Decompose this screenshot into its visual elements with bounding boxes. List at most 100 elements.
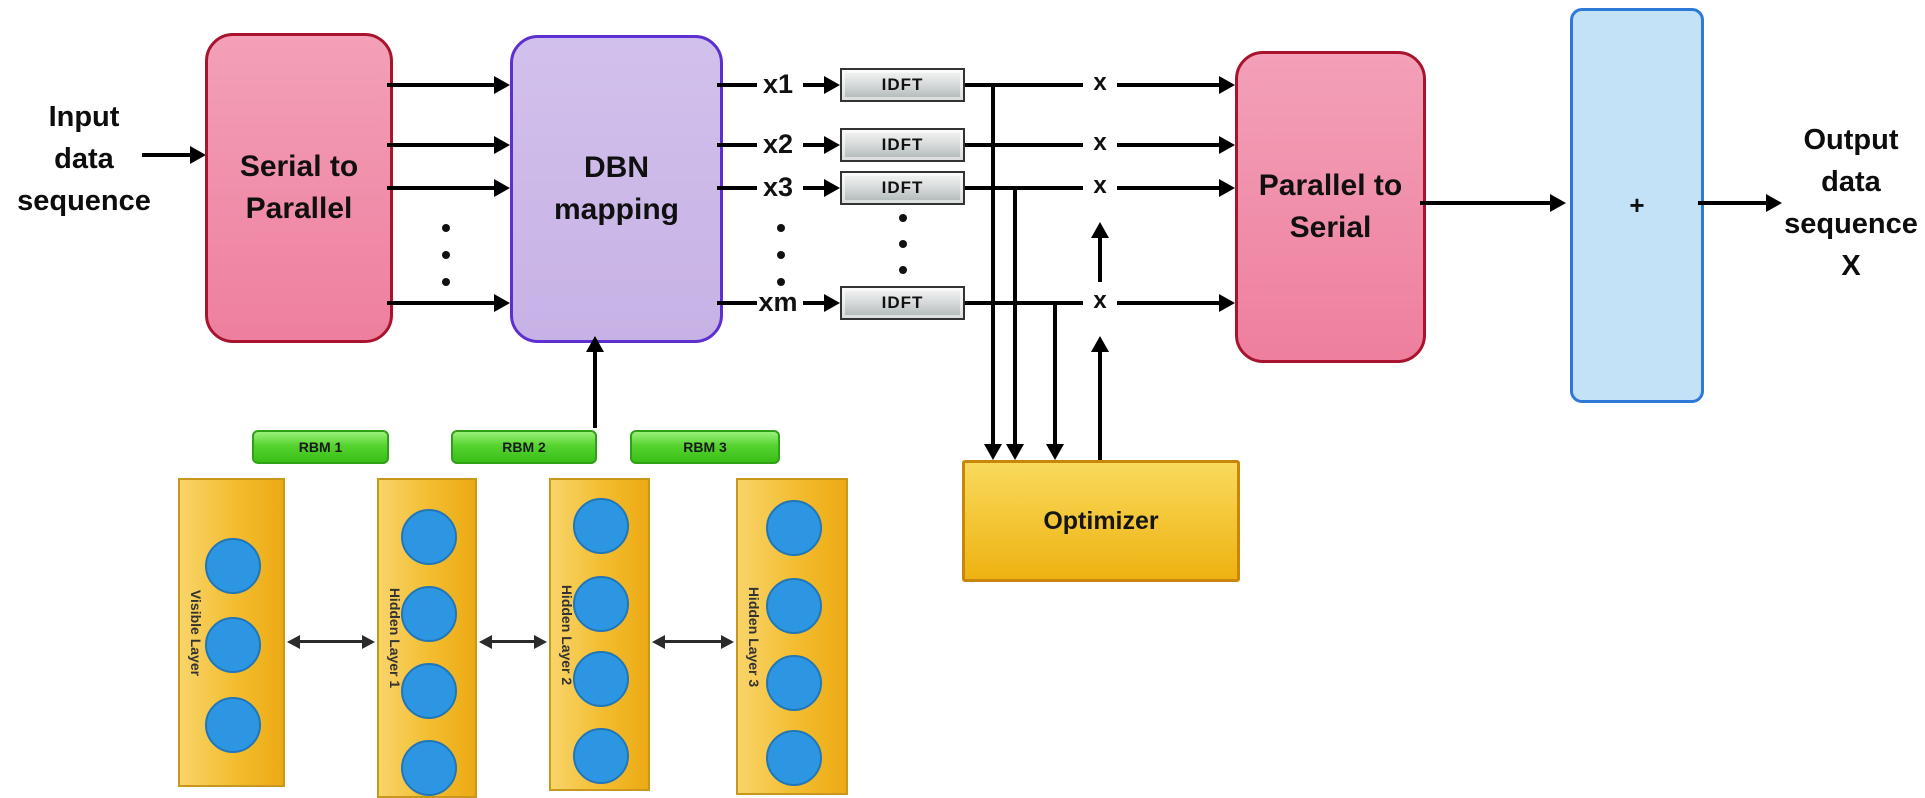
ellipsis-dots [777, 251, 785, 259]
input-label-line1: Input [48, 101, 120, 133]
rbm2-biarrow-left-head [479, 635, 492, 649]
neuron-node [401, 740, 457, 796]
idft-label: IDFT [881, 293, 924, 312]
multiplier-x-3: x [1083, 172, 1117, 200]
signal-label-x2: x2 [762, 129, 794, 159]
input-arrow-head [190, 146, 206, 164]
s2p-label-line1: Serial to [239, 150, 359, 183]
ellipsis-dots [442, 278, 450, 286]
rbm3-biarrow-right-head [721, 635, 734, 649]
neuron-node [205, 538, 261, 594]
rbm2-biarrow-line [490, 640, 536, 643]
s2p-dbn-line-2 [387, 143, 496, 147]
ellipsis-dots [442, 224, 450, 232]
feedback-head-upper [1091, 222, 1109, 238]
ellipsis-dots [777, 224, 785, 232]
hidden-layer-2-bar: Hidden Layer 2 [549, 478, 650, 791]
rbm-dbn-line [593, 352, 597, 428]
s2p-dbn-head-3 [494, 179, 510, 197]
idft-block-m: IDFT [840, 286, 965, 320]
rbm2-label: RBM 2 [502, 439, 546, 455]
ellipsis-dots [899, 266, 907, 274]
neuron-node [766, 730, 822, 786]
hidden-layer-3-bar: Hidden Layer 3 [736, 478, 848, 795]
s2p-label-line2: Parallel [245, 192, 353, 225]
output-data-sequence-label: Output data sequence X [1772, 119, 1925, 287]
input-data-sequence-label: Input data sequence [0, 96, 168, 222]
signal-label-xm: xm [758, 287, 798, 317]
s2p-dbn-head-m [494, 294, 510, 312]
tap-head-row3 [1006, 444, 1024, 460]
tap-line-row3 [1013, 188, 1017, 446]
sig-idft-line-1 [803, 83, 826, 87]
p2s-adder-head [1550, 194, 1566, 212]
dbn-out-line-3 [717, 186, 757, 190]
ellipsis-dots [899, 240, 907, 248]
neuron-node [205, 617, 261, 673]
serial-to-parallel-block: Serial to Parallel [205, 33, 393, 343]
dbn-out-line-m [717, 301, 757, 305]
dbn-out-line-2 [717, 143, 757, 147]
output-label-line1: Output [1803, 124, 1899, 156]
s2p-dbn-line-m [387, 301, 496, 305]
output-label-line3: sequence [1784, 208, 1918, 240]
feedback-line-lower [1098, 352, 1102, 460]
sig-idft-line-2 [803, 143, 826, 147]
idft-label: IDFT [881, 75, 924, 94]
rbm2-biarrow-right-head [534, 635, 547, 649]
dbn-out-line-1 [717, 83, 757, 87]
hidden-layer-1-bar: Hidden Layer 1 [377, 478, 477, 798]
rbm3-biarrow-line [663, 640, 723, 643]
sig-idft-head-2 [824, 136, 840, 154]
output-arrow-line [1698, 201, 1768, 205]
input-arrow-line [142, 153, 192, 157]
output-label-line2: data [1821, 166, 1881, 198]
signal-label-x1: x1 [762, 69, 794, 99]
rbm3-label: RBM 3 [683, 439, 727, 455]
idft-p2s-head-1 [1219, 76, 1235, 94]
multiplier-x-2: x [1083, 129, 1117, 157]
multiplier-x-1: x [1083, 69, 1117, 97]
p2s-label-line2: Serial [1289, 211, 1372, 244]
output-label-line4: X [1841, 250, 1861, 282]
visible-layer-label: Visible Layer [188, 589, 204, 676]
dbn-mapping-block: DBN mapping [510, 35, 723, 343]
sig-idft-head-3 [824, 179, 840, 197]
s2p-dbn-line-3 [387, 186, 496, 190]
parallel-to-serial-block: Parallel to Serial [1235, 51, 1426, 363]
plus-label: + [1629, 190, 1645, 220]
neuron-node [573, 651, 629, 707]
sig-idft-line-m [803, 301, 826, 305]
feedback-line-upper [1098, 238, 1102, 282]
idft-block-2: IDFT [840, 128, 965, 162]
adder-block: + [1570, 8, 1704, 403]
neuron-node [401, 663, 457, 719]
p2s-adder-line [1420, 201, 1552, 205]
signal-label-x3: x3 [762, 172, 794, 202]
tap-head-rowm [1046, 444, 1064, 460]
sig-idft-line-3 [803, 186, 826, 190]
rbm2-badge: RBM 2 [451, 430, 597, 464]
rbm1-biarrow-line [298, 640, 364, 643]
idft-label: IDFT [881, 135, 924, 154]
sig-idft-head-1 [824, 76, 840, 94]
output-arrow-head [1766, 194, 1782, 212]
hidden-layer-3-label: Hidden Layer 3 [746, 586, 762, 687]
rbm-dbn-head [586, 336, 604, 352]
multiplier-x-m: x [1083, 287, 1117, 315]
neuron-node [573, 728, 629, 784]
neuron-node [766, 655, 822, 711]
idft-block-3: IDFT [840, 171, 965, 205]
ellipsis-dots [777, 278, 785, 286]
dbn-label-line1: DBN [584, 151, 649, 184]
neuron-node [205, 697, 261, 753]
p2s-label-line1: Parallel to [1258, 169, 1403, 202]
s2p-dbn-head-2 [494, 136, 510, 154]
idft-p2s-head-m [1219, 294, 1235, 312]
tap-line-row1 [991, 85, 995, 446]
idft-block-1: IDFT [840, 68, 965, 102]
optimizer-block: Optimizer [962, 460, 1240, 582]
hidden-layer-1-label: Hidden Layer 1 [387, 587, 403, 689]
rbm1-biarrow-right-head [362, 635, 375, 649]
